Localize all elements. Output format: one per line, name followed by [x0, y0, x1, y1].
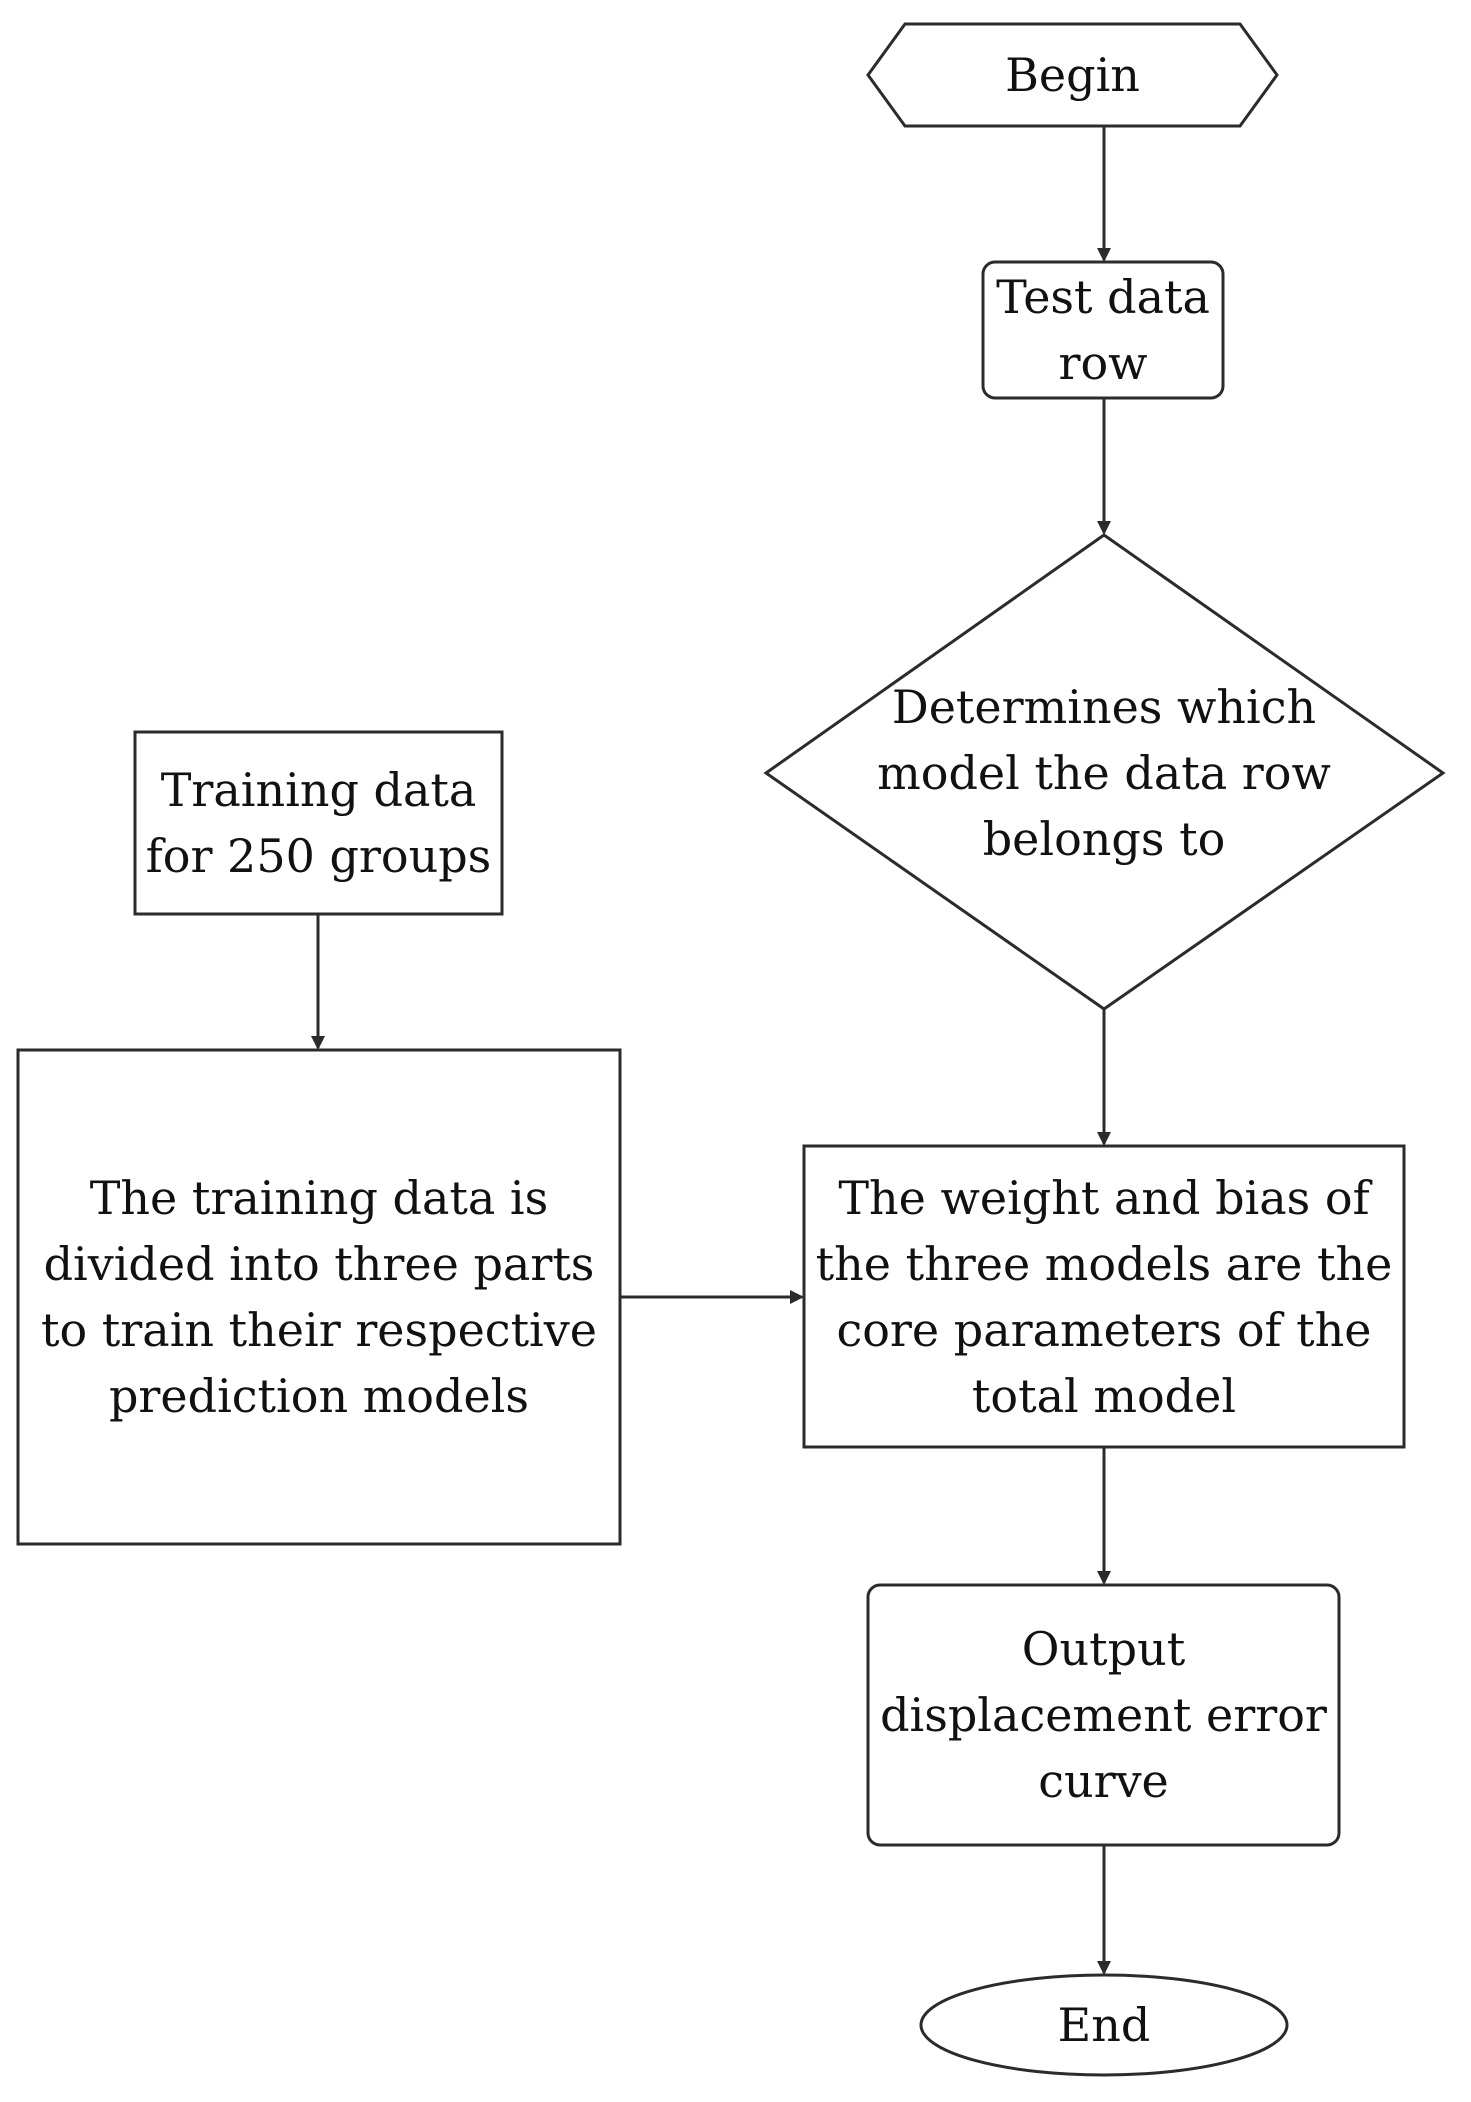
training-data-node-shape: [133, 730, 504, 916]
begin-node-shape: [866, 22, 1279, 128]
test-data-node-shape: [981, 260, 1225, 400]
output-node-shape: [866, 1583, 1341, 1847]
determine-node-shape: [763, 533, 1446, 1011]
weights-node-shape: [802, 1144, 1406, 1449]
end-node-shape: [919, 1973, 1289, 2077]
divide-node-shape: [16, 1048, 622, 1546]
